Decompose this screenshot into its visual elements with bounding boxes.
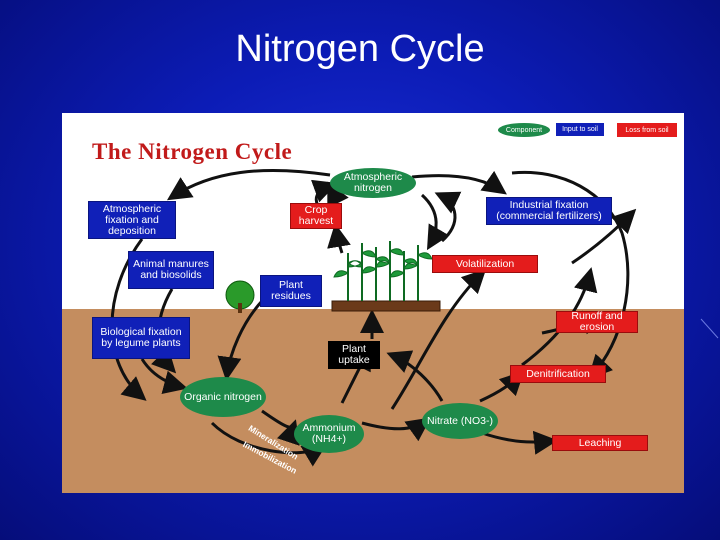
- diagram-title: The Nitrogen Cycle: [92, 139, 293, 164]
- node-animal-manures: Animal manures and biosolids: [128, 251, 214, 289]
- node-atmospheric-fixation: Atmospheric fixation and deposition: [88, 201, 176, 239]
- legend-component: Component: [498, 123, 550, 137]
- arrow-atm-to-fixation: [166, 168, 331, 201]
- tree-icon: [225, 280, 255, 313]
- node-nitrate: Nitrate (NO3-): [422, 403, 498, 439]
- node-atmospheric-nitrogen: Atmospheric nitrogen: [330, 168, 416, 198]
- arrow-volatilization: [434, 191, 462, 243]
- node-plant-uptake: Plant uptake: [328, 341, 380, 369]
- node-runoff-erosion: Runoff and erosion: [556, 311, 638, 333]
- node-ammonium: Ammonium (NH4+): [294, 415, 364, 453]
- arrow-nitrate-to-uptake: [386, 350, 444, 402]
- legend-input: Input to soil: [556, 123, 604, 136]
- legend-loss: Loss from soil: [617, 123, 677, 137]
- arrow-atm-to-industrial: [411, 170, 507, 195]
- slide-title: Nitrogen Cycle: [235, 28, 485, 70]
- arrow-plant-to-harvest: [327, 223, 351, 254]
- arrow-residues: [217, 299, 264, 381]
- node-denitrification: Denitrification: [510, 365, 606, 383]
- arrow-volat-loss: [571, 208, 637, 265]
- arrow-amm-to-nitrate: [361, 417, 431, 442]
- node-biological-fixation: Biological fixation by legume plants: [92, 317, 190, 359]
- node-volatilization: Volatilization: [432, 255, 538, 273]
- node-plant-residues: Plant residues: [260, 275, 322, 307]
- arrow-amm-volat: [390, 268, 487, 410]
- node-organic-nitrogen: Organic nitrogen: [180, 377, 266, 417]
- arrow-nitrate-to-leaching: [481, 430, 558, 455]
- decorative-line: [700, 318, 719, 339]
- nitrogen-cycle-diagram: The Nitrogen Cycle Component Input to so…: [62, 113, 684, 493]
- node-crop-harvest: Crop harvest: [290, 203, 342, 229]
- crop-plants: [331, 241, 441, 312]
- arrow-biological: [140, 358, 188, 394]
- node-industrial-fixation: Industrial fixation (commercial fertiliz…: [486, 197, 612, 225]
- arrow-organic-to-amm: [261, 409, 300, 446]
- arrow-atm-down: [420, 193, 450, 251]
- node-leaching: Leaching: [552, 435, 648, 451]
